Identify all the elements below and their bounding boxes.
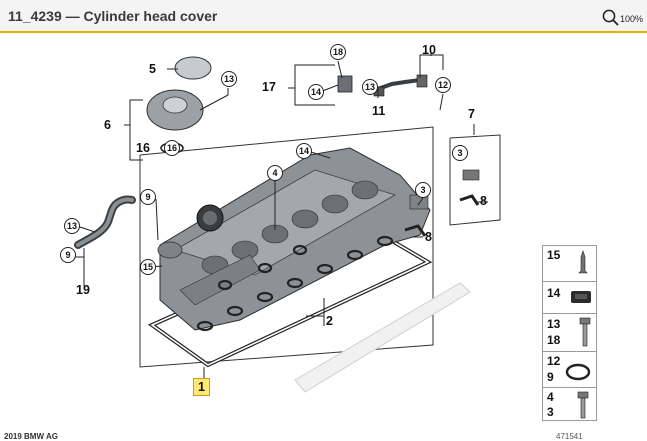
part-label-10[interactable]: 10 bbox=[422, 43, 436, 57]
legend-number: 12 bbox=[547, 354, 561, 368]
bolt-icon bbox=[579, 317, 591, 347]
stud-icon bbox=[578, 250, 588, 274]
clip-8b bbox=[404, 224, 427, 237]
legend-row-12-9[interactable]: 12 9 bbox=[543, 352, 596, 388]
callout-18[interactable]: 18 bbox=[330, 44, 346, 60]
callout-9[interactable]: 9 bbox=[60, 247, 76, 263]
zoom-control[interactable]: 100% bbox=[602, 7, 643, 27]
parts-diagram: 18 14 13 12 14 4 3 3 9 13 9 15 16 13 5 6… bbox=[0, 35, 647, 441]
legend-number: 15 bbox=[547, 248, 561, 262]
assembly-frame bbox=[139, 126, 434, 368]
zoom-level: 100% bbox=[619, 14, 643, 24]
callout-3[interactable]: 3 bbox=[452, 145, 468, 161]
grommet-icon bbox=[571, 291, 591, 303]
callout-15[interactable]: 15 bbox=[140, 259, 156, 275]
page-title: 11_4239 — Cylinder head cover bbox=[8, 8, 218, 24]
callout-4[interactable]: 4 bbox=[267, 165, 283, 181]
cam-bosses bbox=[201, 180, 379, 275]
part-label-6[interactable]: 6 bbox=[104, 118, 111, 132]
part-label-5[interactable]: 5 bbox=[149, 62, 156, 76]
diagram-drawing bbox=[74, 52, 501, 393]
diagram-number: 471541 bbox=[556, 432, 583, 441]
legend-number: 18 bbox=[547, 333, 561, 347]
legend-number: 4 bbox=[547, 390, 554, 404]
callout-12[interactable]: 12 bbox=[435, 77, 451, 93]
part-label-19[interactable]: 19 bbox=[76, 283, 90, 297]
part-label-11[interactable]: 11 bbox=[372, 104, 386, 118]
part-label-8[interactable]: 8 bbox=[480, 194, 487, 208]
legend-row-4-3[interactable]: 4 3 bbox=[543, 388, 596, 422]
part-label-17[interactable]: 17 bbox=[262, 80, 276, 94]
legend-number: 14 bbox=[547, 286, 561, 300]
clip-8 bbox=[459, 194, 480, 206]
part-label-7[interactable]: 7 bbox=[468, 107, 475, 121]
legend-row-15[interactable]: 15 bbox=[543, 246, 596, 282]
callout-13[interactable]: 13 bbox=[221, 71, 237, 87]
parts-legend: 15 14 13 18 12 9 bbox=[542, 245, 597, 421]
legend-number: 3 bbox=[547, 405, 554, 419]
part-label-1[interactable]: 1 bbox=[193, 378, 210, 396]
legend-row-14[interactable]: 14 bbox=[543, 282, 596, 314]
legend-number: 9 bbox=[547, 370, 554, 384]
callout-3[interactable]: 3 bbox=[415, 182, 431, 198]
group-7-frame bbox=[449, 134, 501, 226]
copyright-text: 2019 BMW AG bbox=[4, 432, 58, 441]
callout-13[interactable]: 13 bbox=[362, 79, 378, 95]
part-label-16[interactable]: 16 bbox=[136, 141, 150, 155]
leader-lines bbox=[75, 52, 488, 378]
screw-icon bbox=[577, 391, 589, 419]
callout-13[interactable]: 13 bbox=[64, 218, 80, 234]
part-label-2[interactable]: 2 bbox=[326, 314, 333, 328]
callout-14[interactable]: 14 bbox=[308, 84, 324, 100]
o-ring-icon bbox=[565, 363, 591, 381]
ghost-rail bbox=[294, 282, 471, 393]
part-label-8[interactable]: 8 bbox=[425, 230, 432, 244]
bracket-3 bbox=[462, 169, 480, 181]
diagram-header: 11_4239 — Cylinder head cover 100% bbox=[0, 0, 647, 33]
legend-row-13-18[interactable]: 13 18 bbox=[543, 314, 596, 352]
legend-number: 13 bbox=[547, 317, 561, 331]
magnifier-icon bbox=[602, 9, 619, 26]
callout-9[interactable]: 9 bbox=[140, 189, 156, 205]
breather-cap bbox=[174, 56, 212, 80]
callout-16[interactable]: 16 bbox=[164, 140, 180, 156]
callout-14[interactable]: 14 bbox=[296, 143, 312, 159]
sensor-18 bbox=[337, 75, 353, 93]
seal-rings bbox=[196, 235, 394, 332]
